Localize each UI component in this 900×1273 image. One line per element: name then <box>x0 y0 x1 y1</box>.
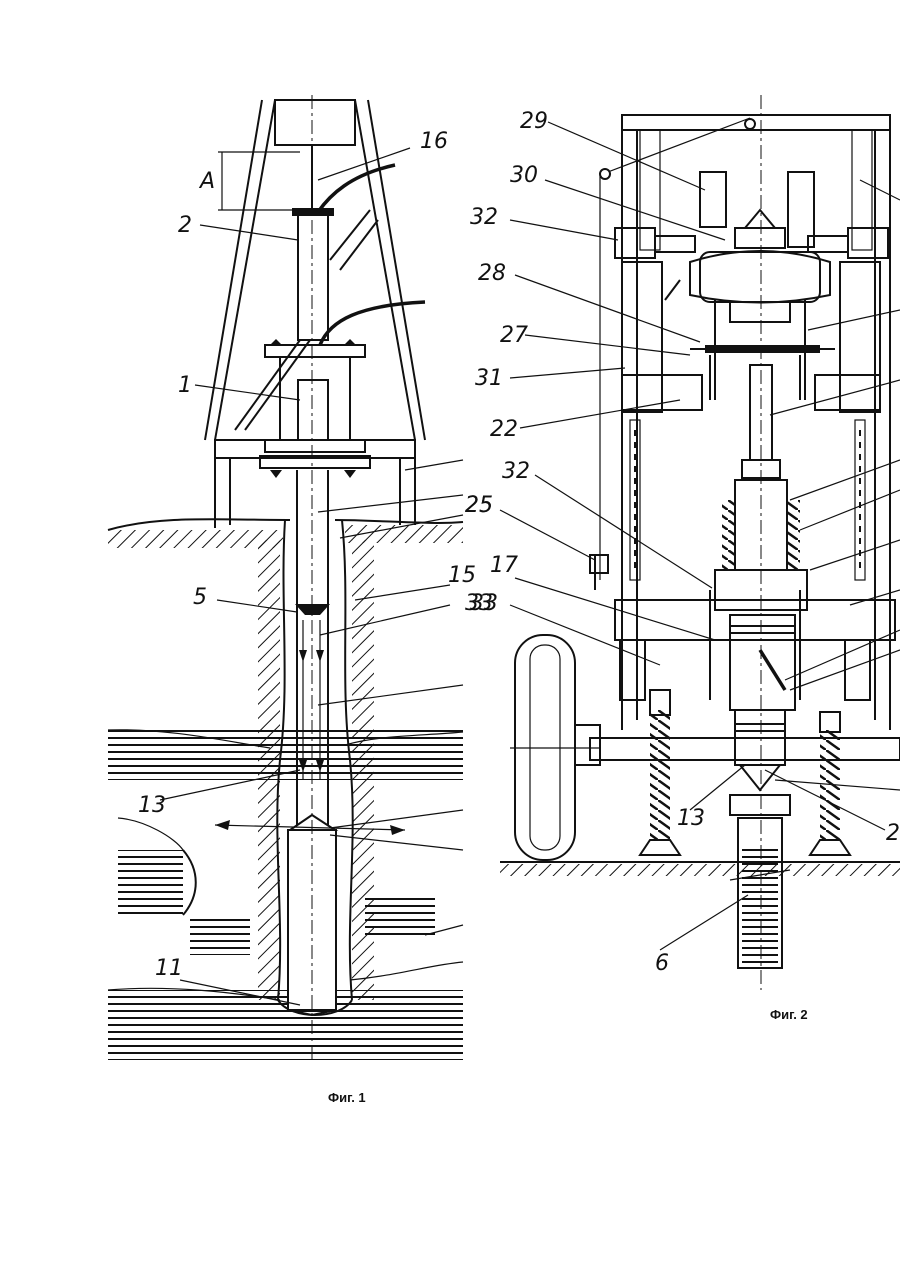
callout-32-mid: 32 <box>502 459 530 484</box>
dimension-a-label: А <box>198 169 215 194</box>
callout-28: 28 <box>478 261 506 286</box>
figure-1: А 16 2 1 25 15 5 33 <box>108 95 493 1105</box>
callout-33-fig2: 33 <box>470 591 498 616</box>
callout-13: 13 <box>138 793 166 818</box>
callout-2: 2 <box>178 213 192 238</box>
figure-2: 29 30 32 28 27 31 22 32 25 17 33 13 6 2 … <box>465 95 900 1022</box>
transport-wheel <box>510 635 600 860</box>
figure-2-caption: Фиг. 2 <box>770 1007 808 1022</box>
callout-16: 16 <box>420 129 448 154</box>
callout-11: 11 <box>155 956 183 981</box>
callout-17: 17 <box>490 553 518 578</box>
callout-32-top: 32 <box>470 205 498 230</box>
callout-1: 1 <box>178 373 192 398</box>
callout-15: 15 <box>448 563 476 588</box>
callout-2-fig2: 2 <box>886 821 900 846</box>
soil-strata <box>108 730 463 1060</box>
callout-29: 29 <box>520 109 548 134</box>
ground-line <box>500 862 900 876</box>
callout-13-fig2: 13 <box>677 806 705 831</box>
callout-6: 6 <box>655 951 669 976</box>
callout-31: 31 <box>475 366 503 391</box>
callout-22: 22 <box>490 417 518 442</box>
callout-5: 5 <box>193 585 207 610</box>
drive-shaft <box>710 365 807 968</box>
callout-25-fig2: 25 <box>465 493 493 518</box>
figure-1-caption: Фиг. 1 <box>328 1090 366 1105</box>
callout-30: 30 <box>510 163 538 188</box>
callout-27: 27 <box>500 323 528 348</box>
